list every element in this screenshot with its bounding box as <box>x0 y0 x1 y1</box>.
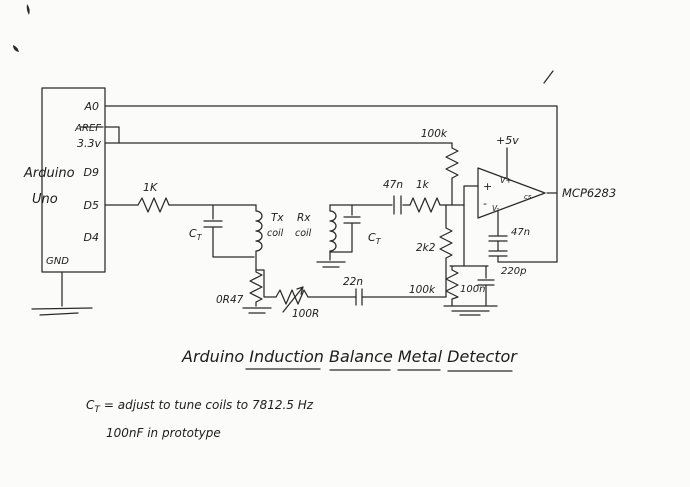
resistor-1K-drive: 1K <box>137 181 170 213</box>
capacitor-47n-feedback-label: 47n <box>511 227 530 238</box>
resistor-2k2: 2k2 <box>416 204 453 298</box>
arduino-label-2: Uno <box>32 192 58 207</box>
capacitor-47n-input: 47n <box>383 179 403 215</box>
tx-coil: Tx coil <box>255 204 284 269</box>
potentiometer-100r: 100R <box>275 286 319 320</box>
bias-network-bottom: 100k 100n <box>409 265 498 316</box>
capacitor-ct-rx: CT <box>329 204 382 253</box>
wire-plus-input <box>463 185 479 206</box>
opamp-triangle <box>477 167 546 219</box>
note-tuning-text: = adjust to tune coils to 7812.5 Hz <box>104 398 314 412</box>
pin-aref: AREF <box>74 123 101 134</box>
capacitor-22n: 22n <box>343 276 363 306</box>
resistor-100k-bottom-symbol <box>445 265 459 305</box>
resistor-1k-input-label: 1k <box>416 179 430 191</box>
wire-pot-link <box>255 269 277 298</box>
capacitor-47n-input-symbol <box>393 195 402 215</box>
resistor-100k-top: 100k <box>421 128 459 206</box>
pin-d5: D5 <box>84 199 99 212</box>
opamp-minus-input: - <box>483 197 487 210</box>
ct-sub: T <box>376 237 382 246</box>
potentiometer-arrow <box>282 286 304 313</box>
pin-d4: D4 <box>84 231 99 244</box>
opamp-vminus-pin: V- <box>492 204 499 213</box>
feedback-network: 47n 220p <box>488 210 558 277</box>
supply-5v-label: +5v <box>496 134 519 147</box>
gnd-symbol-rx <box>316 261 346 268</box>
resistor-1K-symbol <box>137 197 170 213</box>
ink-mark <box>13 45 19 52</box>
capacitor-ct-tx-symbol <box>203 204 255 258</box>
resistor-0r47-symbol <box>249 267 263 307</box>
wire-a0-to-output <box>104 105 558 263</box>
wire-aref-jog <box>104 126 120 144</box>
opamp-vplus-pin: V+ <box>500 176 512 185</box>
notes-block: CT= adjust to tune coils to 7812.5 Hz 10… <box>86 398 314 440</box>
resistor-0r47: 0R47 <box>216 267 272 314</box>
note-tuning: CT= adjust to tune coils to 7812.5 Hz <box>86 398 314 415</box>
capacitor-ct-rx-symbol <box>329 204 361 253</box>
tx-coil-symbol <box>255 204 263 269</box>
pin-gnd: GND <box>46 256 69 267</box>
ct-letter: C <box>189 227 197 240</box>
pin-33v: 3.3v <box>77 137 101 150</box>
note-prototype: 100nF in prototype <box>106 426 221 440</box>
capacitor-ct-tx-label: CT <box>189 227 203 242</box>
arduino-label: Arduino <box>23 166 75 181</box>
ink-mark <box>26 4 30 15</box>
opamp-part-number: MCP6283 <box>562 186 616 200</box>
capacitor-100n-label: 100n <box>460 284 485 295</box>
rx-coil-label: coil <box>295 228 312 239</box>
wires <box>104 105 558 298</box>
capacitor-100n-symbol <box>477 265 495 303</box>
resistor-100k-top-label: 100k <box>421 128 448 140</box>
capacitor-47n-feedback-symbol <box>488 210 508 251</box>
resistor-0r47-label: 0R47 <box>216 294 244 306</box>
schematic-title-block: Arduino Induction Balance Metal Detector <box>181 347 518 372</box>
arduino-module: Arduino Uno A0 AREF 3.3v D9 D5 D4 GND <box>23 87 106 316</box>
schematic-title: Arduino Induction Balance Metal Detector <box>181 347 518 366</box>
note-ct-sub: T <box>94 405 101 415</box>
resistor-1K-label: 1K <box>143 181 158 194</box>
gnd-symbol-tx <box>242 307 272 314</box>
resistor-100k-bottom-label: 100k <box>409 284 436 296</box>
note-ct-letter: C <box>86 398 95 412</box>
opamp-plus-input: + <box>483 180 492 193</box>
resistor-1k-input: 1k <box>409 179 441 213</box>
capacitor-22n-label: 22n <box>343 276 363 288</box>
capacitor-ct-rx-label: CT <box>368 231 382 246</box>
gnd-symbol-bias <box>443 301 498 316</box>
resistor-100k-top-symbol <box>445 142 459 206</box>
capacitor-220p-label: 220p <box>501 266 526 277</box>
opamp-cs-pin: cs <box>524 193 532 201</box>
ct-letter: C <box>368 231 376 244</box>
arduino-body <box>41 87 106 273</box>
tx-coil-label: coil <box>267 228 284 239</box>
resistor-2k2-label: 2k2 <box>416 242 436 254</box>
resistor-1k-input-symbol <box>409 197 441 213</box>
opamp-mcp6283: + - V+ V- cs MCP6283 +5v <box>477 134 616 219</box>
capacitor-ct-tx: CT <box>189 204 255 258</box>
potentiometer-label: 100R <box>292 308 319 320</box>
capacitor-22n-symbol <box>355 288 363 306</box>
rx-label: Rx <box>297 212 311 224</box>
ct-sub: T <box>197 233 203 242</box>
resistor-2k2-symbol <box>439 204 453 298</box>
pin-a0: A0 <box>83 100 99 113</box>
ink-mark <box>543 70 554 84</box>
title-underline <box>245 368 513 372</box>
capacitor-220p-symbol <box>488 250 558 263</box>
rx-coil: Rx coil <box>295 204 346 268</box>
wire-bias-drop <box>449 204 489 267</box>
tx-label: Tx <box>271 212 284 224</box>
rx-coil-symbol <box>329 204 337 261</box>
potentiometer-symbol <box>275 289 309 305</box>
pin-d9: D9 <box>84 166 99 179</box>
gnd-symbol-arduino <box>31 307 93 316</box>
capacitor-47n-input-label: 47n <box>383 179 403 191</box>
